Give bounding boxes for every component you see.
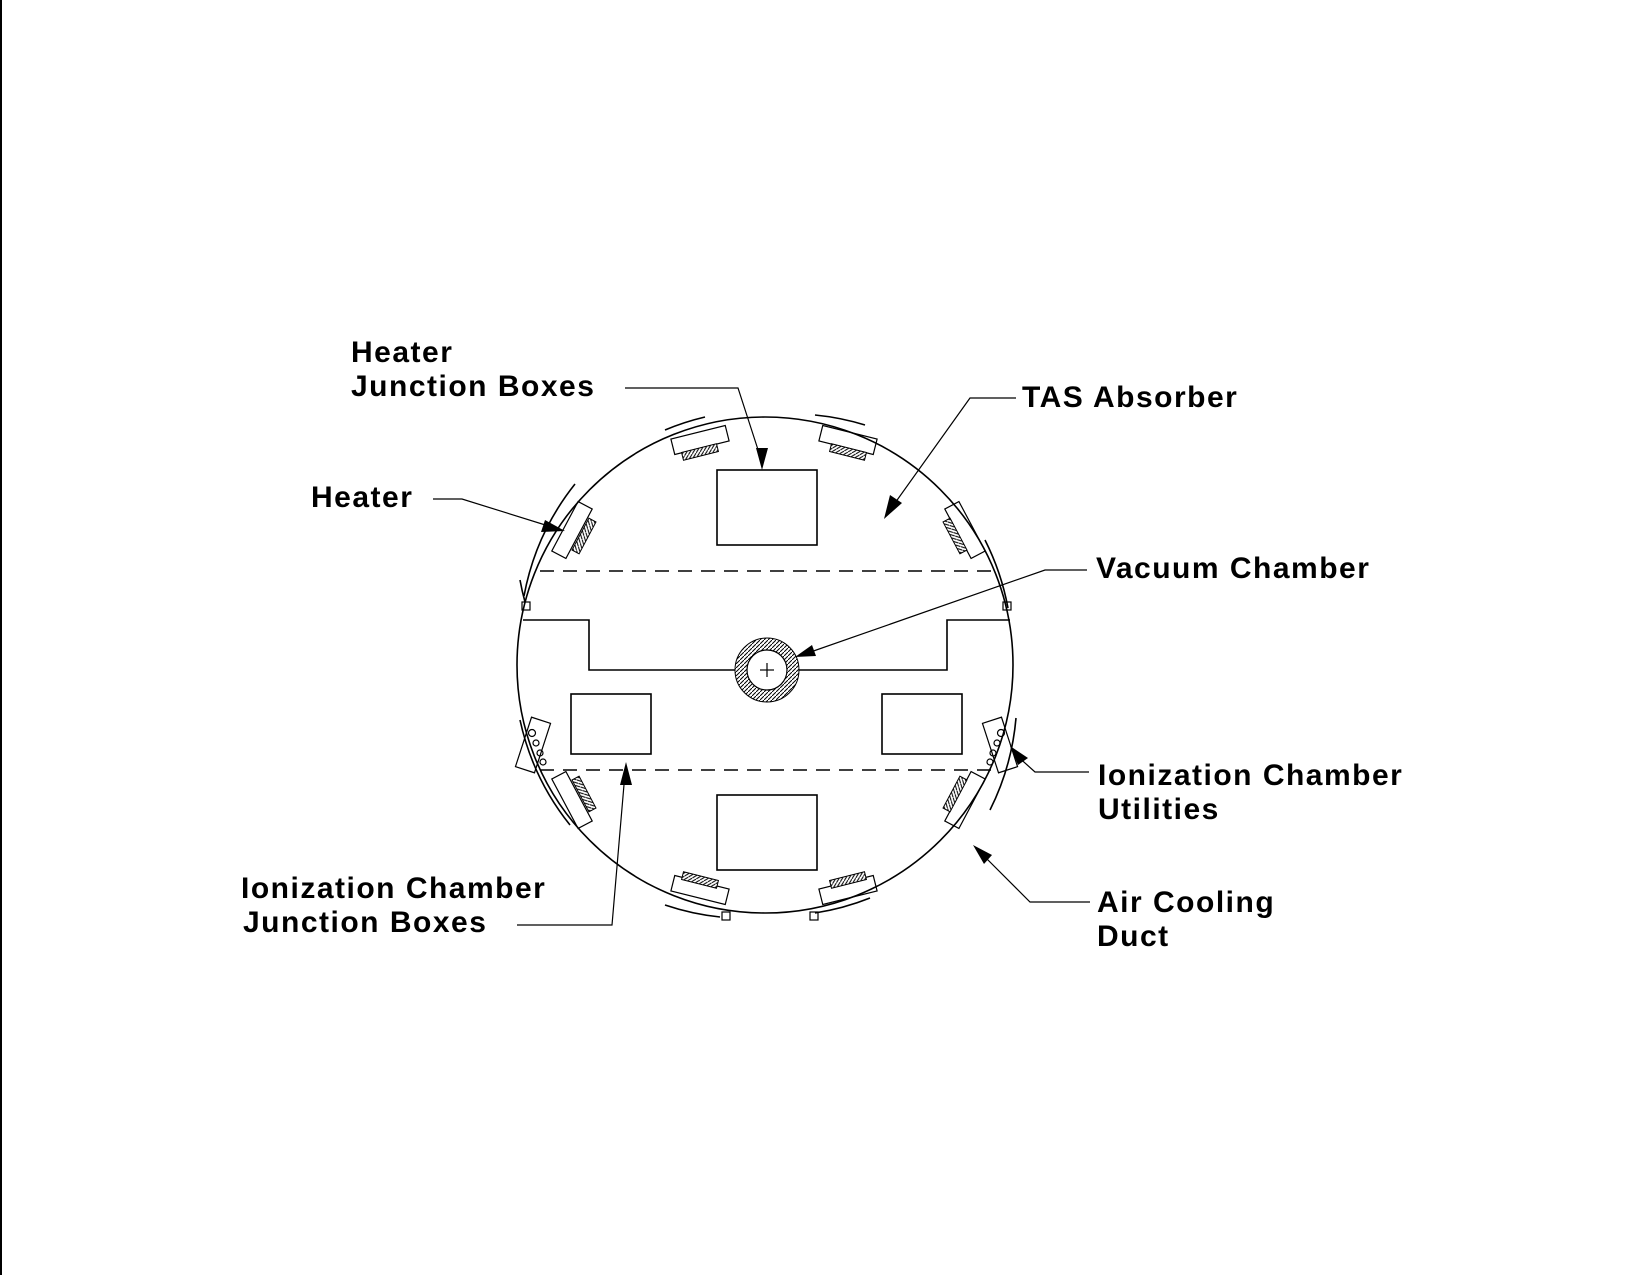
- ionization-junction-box: [881, 693, 963, 755]
- label-heater: Heater: [311, 481, 413, 514]
- leader-tas-absorber: [884, 397, 1016, 519]
- absorber-split-profile: [523, 619, 737, 671]
- label-air-cooling-duct-line2: Duct: [1097, 920, 1170, 953]
- heater-module: [550, 770, 597, 830]
- heater-module: [550, 500, 597, 560]
- label-tas-absorber: TAS Absorber: [1022, 381, 1238, 414]
- heater-module: [670, 871, 730, 906]
- heater-module: [942, 500, 987, 560]
- label-ionization-chamber-utilities-line2: Utilities: [1098, 793, 1220, 826]
- ionization-junction-box: [570, 693, 652, 755]
- absorber-outline: [516, 416, 1014, 914]
- absorber-split-profile: [798, 619, 1010, 671]
- label-ionization-chamber-junction-boxes-line1: Ionization Chamber: [241, 872, 546, 905]
- heater-module: [818, 424, 878, 461]
- leader-heater-junction-boxes: [625, 387, 768, 470]
- label-ionization-chamber-utilities-line1: Ionization Chamber: [1098, 759, 1403, 792]
- label-vacuum-chamber: Vacuum Chamber: [1096, 552, 1370, 585]
- label-ionization-chamber-junction-boxes-line2: Junction Boxes: [243, 906, 487, 939]
- heater-module: [818, 871, 878, 906]
- vacuum-chamber-pipe: [734, 637, 800, 703]
- ionization-utility-block: [981, 716, 1019, 774]
- heater-module: [942, 770, 987, 830]
- label-heater-junction-boxes-line1: Heater: [351, 336, 453, 369]
- label-heater-junction-boxes-line2: Junction Boxes: [351, 370, 595, 403]
- heater-module: [670, 424, 730, 461]
- leader-ionization-chamber-utilities: [1010, 746, 1089, 773]
- label-air-cooling-duct-line1: Air Cooling: [1097, 886, 1275, 919]
- leader-heater: [433, 498, 565, 532]
- heater-junction-box: [716, 469, 818, 546]
- leader-vacuum-chamber: [795, 569, 1087, 657]
- leader-air-cooling-duct: [973, 845, 1090, 903]
- heater-junction-box: [716, 794, 818, 871]
- air-cooling-duct-arcs: [519, 414, 1017, 918]
- edge-brackets: [521, 601, 1012, 921]
- ionization-utility-block: [514, 716, 552, 774]
- leader-ionization-chamber-junction-boxes: [517, 762, 632, 926]
